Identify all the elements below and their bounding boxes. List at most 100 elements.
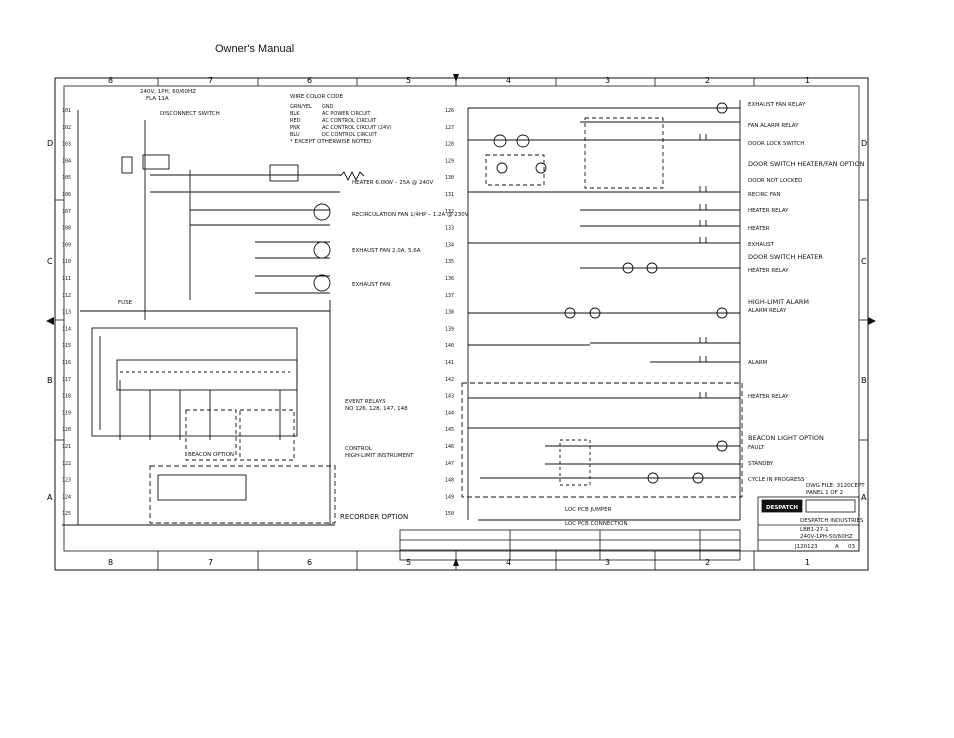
alarm-label: ALARM xyxy=(748,360,768,366)
line-number-right: 138 xyxy=(445,310,454,316)
line-number-right: 143 xyxy=(445,394,454,400)
line-number-left: 103 xyxy=(62,142,71,148)
title-block xyxy=(399,496,860,561)
line-number-left: 109 xyxy=(62,242,71,248)
line-number-right: 135 xyxy=(445,259,454,265)
left-line-numbers: 1011021031041051061071081091101111121131… xyxy=(62,108,71,517)
exhaust-fan-label: EXHAUST FAN 2.0A, 5.6A xyxy=(352,248,421,254)
title-dwg-no: J120123 xyxy=(794,544,818,550)
wire-color-code: PNK xyxy=(290,125,301,131)
column-ticks xyxy=(55,78,868,570)
fan-alarm-relay-label: FAN ALARM RELAY xyxy=(748,123,799,129)
row-label-left: B xyxy=(47,376,53,385)
line-number-right: 142 xyxy=(445,377,454,383)
wire-color-desc: AC POWER CIRCUIT xyxy=(322,111,371,117)
column-label-bottom: 1 xyxy=(805,558,810,567)
line-number-left: 101 xyxy=(62,108,71,114)
wire-color-desc: GND xyxy=(322,104,334,110)
column-label-top: 8 xyxy=(108,76,113,85)
line-number-right: 139 xyxy=(445,326,454,332)
wire-color-title: WIRE COLOR CODE xyxy=(290,94,343,100)
row-label-left: A xyxy=(47,493,53,502)
right-line-numbers: 1261271281291301311321331341351361371381… xyxy=(445,108,454,517)
line-number-left: 124 xyxy=(62,494,71,500)
alarm-relay-label: ALARM RELAY xyxy=(748,308,787,314)
line-number-right: 147 xyxy=(445,461,454,467)
door-switch-heater-label: DOOR SWITCH HEATER/FAN OPTION xyxy=(748,160,865,168)
fuse-label: FUSE xyxy=(118,300,133,306)
line-number-right: 148 xyxy=(445,478,454,484)
line-number-right: 144 xyxy=(445,410,454,416)
row-label-left: C xyxy=(47,257,53,266)
line-number-left: 111 xyxy=(62,276,71,282)
wire-color-code: BLU xyxy=(290,132,300,138)
line-number-right: 134 xyxy=(445,242,454,248)
title-model: LBB1-27-1 xyxy=(800,527,829,533)
line-number-right: 133 xyxy=(445,226,454,232)
center-arrows xyxy=(46,74,876,566)
heater-relay-label: HEATER RELAY xyxy=(748,208,789,214)
line-number-left: 123 xyxy=(62,478,71,484)
column-label-bottom: 2 xyxy=(705,558,710,567)
heater-relay3-label: HEATER RELAY xyxy=(748,394,789,400)
row-label-left: D xyxy=(47,139,53,148)
line-number-left: 108 xyxy=(62,226,71,232)
wire-color-code: RED xyxy=(290,118,301,124)
line-number-right: 136 xyxy=(445,276,454,282)
column-label-bottom: 3 xyxy=(605,558,610,567)
recorder-option-label: RECORDER OPTION xyxy=(340,513,408,521)
column-label-top: 4 xyxy=(506,76,511,85)
line-number-right: 141 xyxy=(445,360,454,366)
line-number-right: 130 xyxy=(445,175,454,181)
line-number-right: 149 xyxy=(445,494,454,500)
row-label-right: A xyxy=(861,493,867,502)
line-number-left: 120 xyxy=(62,427,71,433)
event-relays-label: EVENT RELAYS xyxy=(345,399,386,405)
line-number-right: 145 xyxy=(445,427,454,433)
power-header-line1: 240V, 1PH, 60/60HZ xyxy=(140,89,196,95)
wire-color-desc: AC CONTROL CIRCUIT xyxy=(322,118,377,124)
wire-color-desc: AC CONTROL CIRCUIT (24V) xyxy=(322,125,392,131)
line-number-right: 146 xyxy=(445,444,454,450)
column-label-top: 1 xyxy=(805,76,810,85)
hl-instrument-label: HIGH-LIMIT INSTRUMENT xyxy=(345,453,414,459)
title-sub: 240V-1PH-50/60HZ xyxy=(800,534,853,540)
row-label-right: B xyxy=(861,376,867,385)
beacon-option-label: BEACON OPTION xyxy=(188,452,234,458)
door-switch-heater2-label: DOOR SWITCH HEATER xyxy=(748,253,823,261)
power-header-line2: FLA 11A xyxy=(146,96,169,102)
exhaust-fan2-label: EXHAUST FAN xyxy=(352,282,390,288)
column-label-bottom: 7 xyxy=(208,558,213,567)
wire-color-code: GRN/YEL xyxy=(290,104,312,110)
heater-relay2-label: HEATER RELAY xyxy=(748,268,789,274)
exhaust-fan-relay-label: EXHAUST FAN RELAY xyxy=(748,102,806,108)
line-number-left: 118 xyxy=(62,394,71,400)
line-number-left: 115 xyxy=(62,343,71,349)
line-number-left: 116 xyxy=(62,360,71,366)
line-number-left: 104 xyxy=(62,158,71,164)
line-number-left: 107 xyxy=(62,209,71,215)
line-number-left: 105 xyxy=(62,175,71,181)
column-label-top: 3 xyxy=(605,76,610,85)
line-number-left: 119 xyxy=(62,410,71,416)
door-lock-switch-label: DOOR LOCK SWITCH xyxy=(748,141,804,147)
disconnect-label: DISCONNECT SWITCH xyxy=(160,111,220,117)
wire-color-desc: DC CONTROL CIRCUIT xyxy=(322,132,378,138)
column-label-bottom: 6 xyxy=(307,558,312,567)
line-number-left: 122 xyxy=(62,461,71,467)
line-number-right: 126 xyxy=(445,108,454,114)
line-number-left: 117 xyxy=(62,377,71,383)
line-number-right: 129 xyxy=(445,158,454,164)
line-number-left: 125 xyxy=(62,511,71,517)
line-number-right: 131 xyxy=(445,192,454,198)
column-label-bottom: 4 xyxy=(506,558,511,567)
line-number-right: 140 xyxy=(445,343,454,349)
line-number-right: 132 xyxy=(445,209,454,215)
connection-legend: LOC PCB CONNECTION xyxy=(565,521,628,527)
recirc-fan-label: RECIRCULATION FAN 1/4HP – 1.2A @ 230V xyxy=(352,212,469,218)
page-header-title: Owner's Manual xyxy=(215,43,295,55)
column-label-top: 5 xyxy=(406,76,411,85)
heater-label: HEATER 6.0KW – 25A @ 240V xyxy=(352,180,433,186)
